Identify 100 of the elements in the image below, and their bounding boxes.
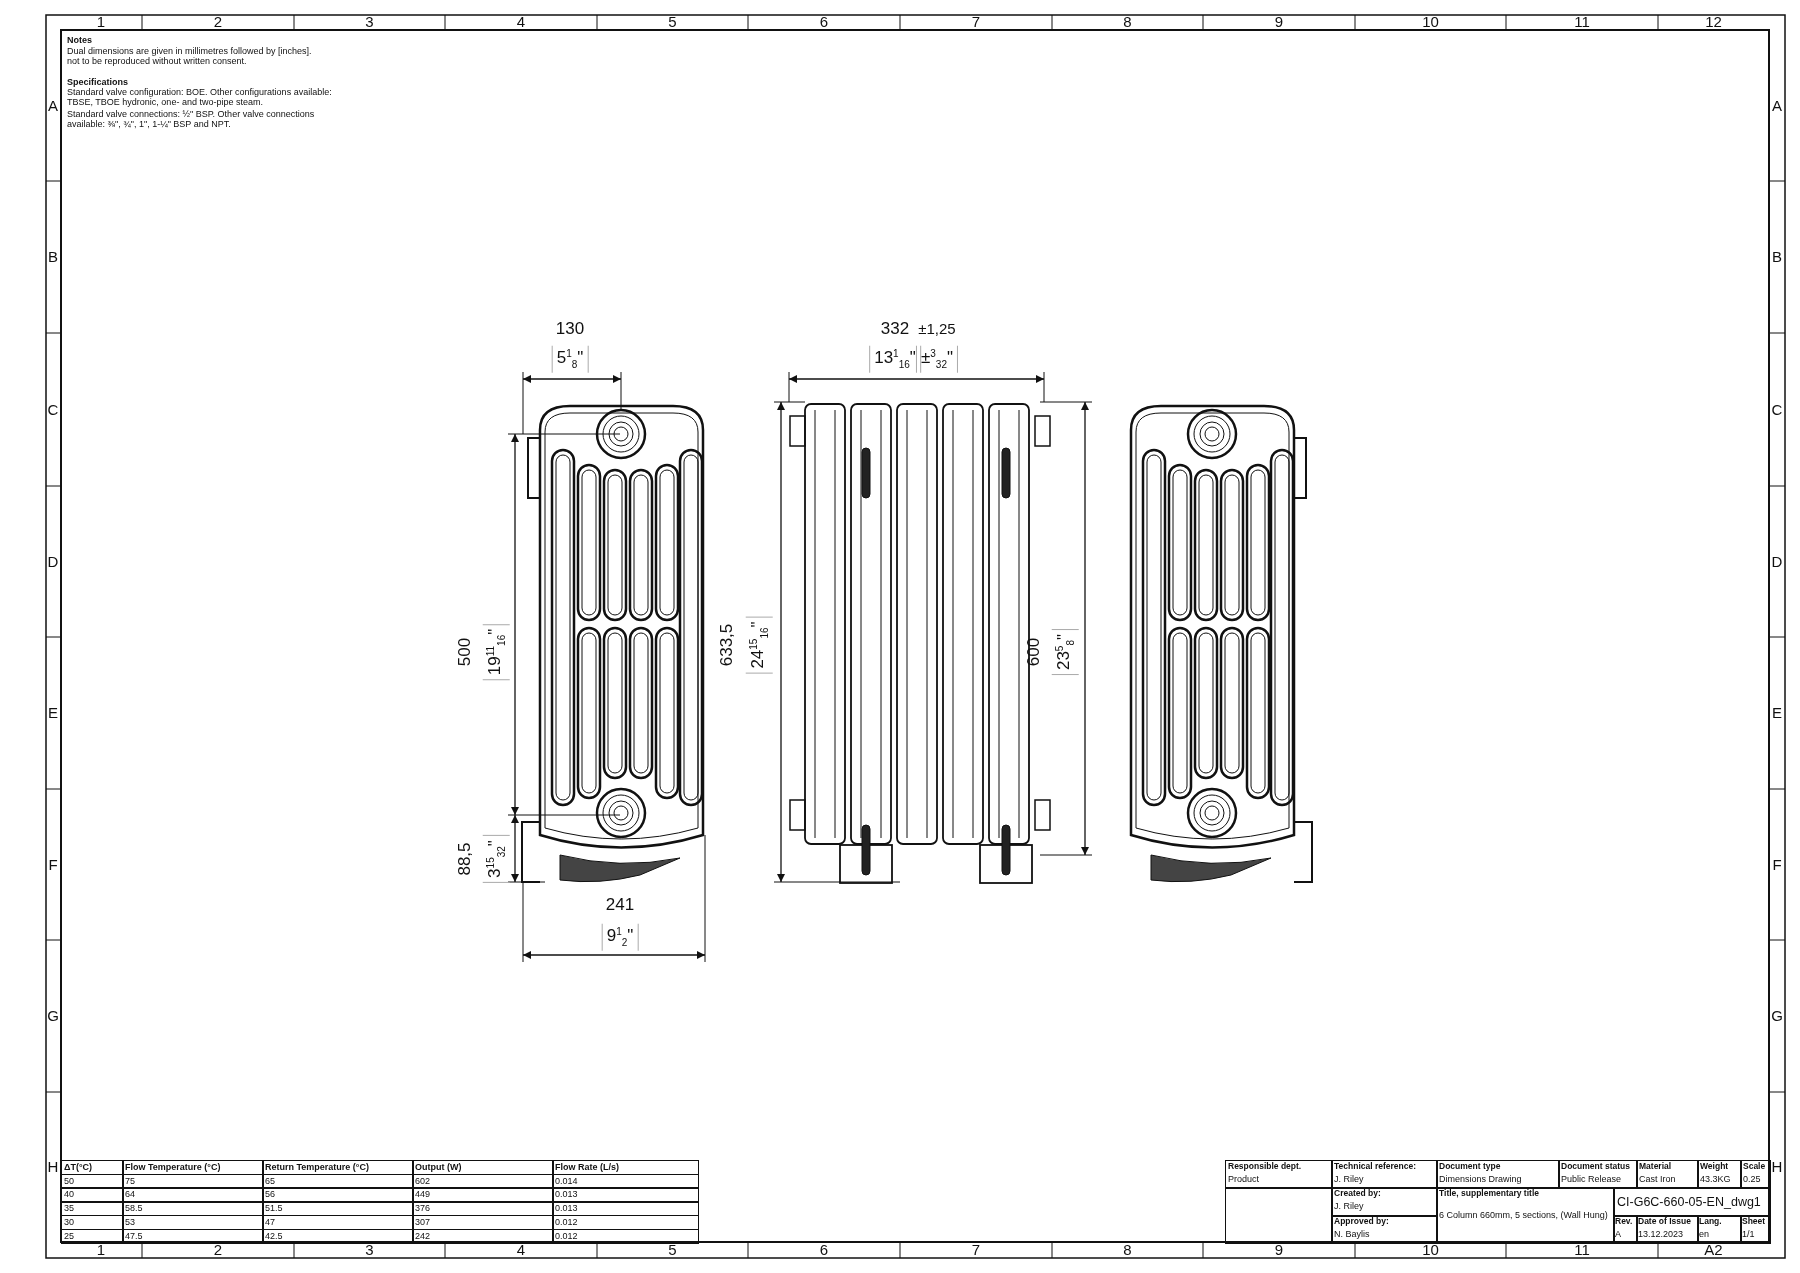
tolerance-value: ±$^{3}$$_{32}$" bbox=[915, 345, 959, 373]
field-label: Created by: bbox=[1334, 1189, 1381, 1199]
dimension-value: 241 bbox=[605, 895, 635, 915]
grid-reference: 12 bbox=[1705, 13, 1722, 31]
grid-reference: 9 bbox=[1274, 13, 1284, 31]
field-label: Weight bbox=[1700, 1162, 1729, 1172]
table-value: 0.012 bbox=[555, 1230, 578, 1241]
dimension-value: 130 bbox=[555, 319, 585, 339]
dimension-value: 5$^{1}$$_{8}$" bbox=[551, 345, 589, 373]
grid-reference: G bbox=[47, 1007, 59, 1025]
dimension-value: 500 bbox=[455, 637, 475, 667]
grid-reference: 7 bbox=[971, 1241, 981, 1259]
column-header: ΔT(°C) bbox=[64, 1162, 93, 1173]
dimension-value: 332 bbox=[880, 319, 910, 339]
table-value: 47 bbox=[265, 1216, 275, 1228]
table-value: 75 bbox=[125, 1175, 135, 1187]
dimension-value: 9$^{1}$$_{2}$" bbox=[601, 923, 639, 951]
field-label: Technical reference: bbox=[1334, 1162, 1417, 1172]
field-value: 0.25 bbox=[1743, 1174, 1761, 1185]
grid-reference: 4 bbox=[516, 1241, 526, 1259]
grid-reference: G bbox=[1771, 1007, 1783, 1025]
field-label: Approved by: bbox=[1334, 1217, 1389, 1227]
dimension-value: 633,5 bbox=[717, 623, 737, 667]
field-value: A bbox=[1615, 1229, 1621, 1240]
specification-text: Standard valve configuration: BOE. Other configurations available: TBSE, TBOE hydronic, one- and two-pipe steam. bbox=[67, 87, 332, 108]
field-label: Sheet bbox=[1742, 1217, 1766, 1227]
grid-reference: D bbox=[1771, 552, 1783, 571]
column-header: Return Temperature (°C) bbox=[265, 1162, 369, 1173]
grid-reference: 8 bbox=[1123, 1241, 1132, 1259]
grid-reference: 4 bbox=[516, 13, 526, 31]
column-header: Flow Temperature (°C) bbox=[125, 1162, 221, 1173]
grid-reference: C bbox=[1771, 400, 1783, 419]
field-label: Document status bbox=[1561, 1162, 1630, 1172]
tolerance-value: ±1,25 bbox=[918, 320, 956, 338]
grid-reference: 3 bbox=[365, 13, 374, 31]
grid-reference: B bbox=[48, 248, 58, 266]
field-value: J. Riley bbox=[1334, 1201, 1364, 1212]
grid-reference: H bbox=[1771, 1158, 1783, 1176]
note-text: not to be reproduced without written consent. bbox=[67, 56, 247, 67]
grid-reference: D bbox=[47, 552, 59, 571]
drawing-number: CI-G6C-660-05-EN_dwg1 bbox=[1617, 1195, 1761, 1210]
table-value: 376 bbox=[415, 1203, 431, 1214]
grid-reference: A bbox=[1772, 96, 1782, 115]
grid-reference: 1 bbox=[96, 1241, 106, 1259]
sheet-size: A2 bbox=[1704, 1241, 1723, 1259]
grid-reference: F bbox=[1772, 855, 1782, 874]
table-value: 56 bbox=[265, 1189, 275, 1200]
table-value: 65 bbox=[265, 1175, 275, 1187]
dimension-value: 88,5 bbox=[455, 842, 475, 876]
field-value: 6 Column 660mm, 5 sections, (Wall Hung) bbox=[1439, 1210, 1609, 1221]
field-label: Responsible dept. bbox=[1228, 1162, 1302, 1172]
table-value: 307 bbox=[415, 1216, 431, 1228]
field-label: Title, supplementary title bbox=[1439, 1189, 1539, 1199]
specifications-heading: Specifications bbox=[67, 77, 129, 88]
table-value: 40 bbox=[64, 1189, 74, 1200]
field-label: Document type bbox=[1439, 1162, 1501, 1172]
specification-text: Standard valve connections: ½" BSP. Other valve connections available: ⅜", ¾", 1", 1-¼" BSP and NPT. bbox=[67, 109, 316, 130]
table-value: 42.5 bbox=[265, 1230, 283, 1241]
grid-reference: 10 bbox=[1422, 1241, 1439, 1259]
field-value: en bbox=[1699, 1229, 1709, 1240]
column-header: Output (W) bbox=[415, 1162, 462, 1173]
field-value: Cast Iron bbox=[1639, 1174, 1676, 1185]
table-value: 35 bbox=[64, 1203, 74, 1214]
table-value: 0.013 bbox=[555, 1189, 578, 1200]
grid-reference: 1 bbox=[96, 13, 106, 31]
table-value: 51.5 bbox=[265, 1203, 283, 1214]
table-value: 602 bbox=[415, 1175, 431, 1187]
field-value: N. Baylis bbox=[1334, 1229, 1370, 1240]
column-header: Flow Rate (L/s) bbox=[555, 1162, 619, 1173]
table-value: 58.5 bbox=[125, 1203, 143, 1214]
table-value: 30 bbox=[64, 1216, 74, 1228]
field-label: Scale bbox=[1743, 1162, 1766, 1172]
field-value: 1/1 bbox=[1742, 1229, 1755, 1240]
field-value: Public Release bbox=[1561, 1174, 1622, 1185]
field-label: Material bbox=[1639, 1162, 1672, 1172]
grid-reference: 8 bbox=[1123, 13, 1132, 31]
grid-reference: 3 bbox=[365, 1241, 374, 1259]
grid-reference: 11 bbox=[1574, 1241, 1590, 1259]
field-value: 43.3KG bbox=[1700, 1174, 1731, 1185]
field-label: Rev. bbox=[1615, 1217, 1633, 1227]
grid-reference: E bbox=[1772, 704, 1782, 722]
grid-reference: 5 bbox=[668, 1241, 677, 1259]
dimension-value: 13$^{1}$$_{16}$" bbox=[869, 345, 921, 373]
grid-reference: 6 bbox=[819, 13, 829, 31]
field-value: J. Riley bbox=[1334, 1174, 1364, 1185]
table-value: 47.5 bbox=[125, 1230, 143, 1241]
grid-reference: 2 bbox=[213, 1241, 223, 1259]
grid-reference: 5 bbox=[668, 13, 677, 31]
table-value: 64 bbox=[125, 1189, 135, 1200]
grid-reference: 11 bbox=[1574, 13, 1590, 31]
table-value: 50 bbox=[64, 1175, 74, 1187]
dimension-value: 600 bbox=[1024, 637, 1044, 667]
grid-reference: 7 bbox=[971, 13, 981, 31]
note-text: Dual dimensions are given in millimetres followed by [inches]. bbox=[67, 46, 312, 57]
grid-reference: F bbox=[48, 855, 58, 874]
table-value: 449 bbox=[415, 1189, 431, 1200]
table-value: 0.013 bbox=[555, 1203, 578, 1214]
grid-reference: A bbox=[48, 96, 58, 115]
table-value: 0.012 bbox=[555, 1216, 578, 1228]
table-value: 53 bbox=[125, 1216, 135, 1228]
